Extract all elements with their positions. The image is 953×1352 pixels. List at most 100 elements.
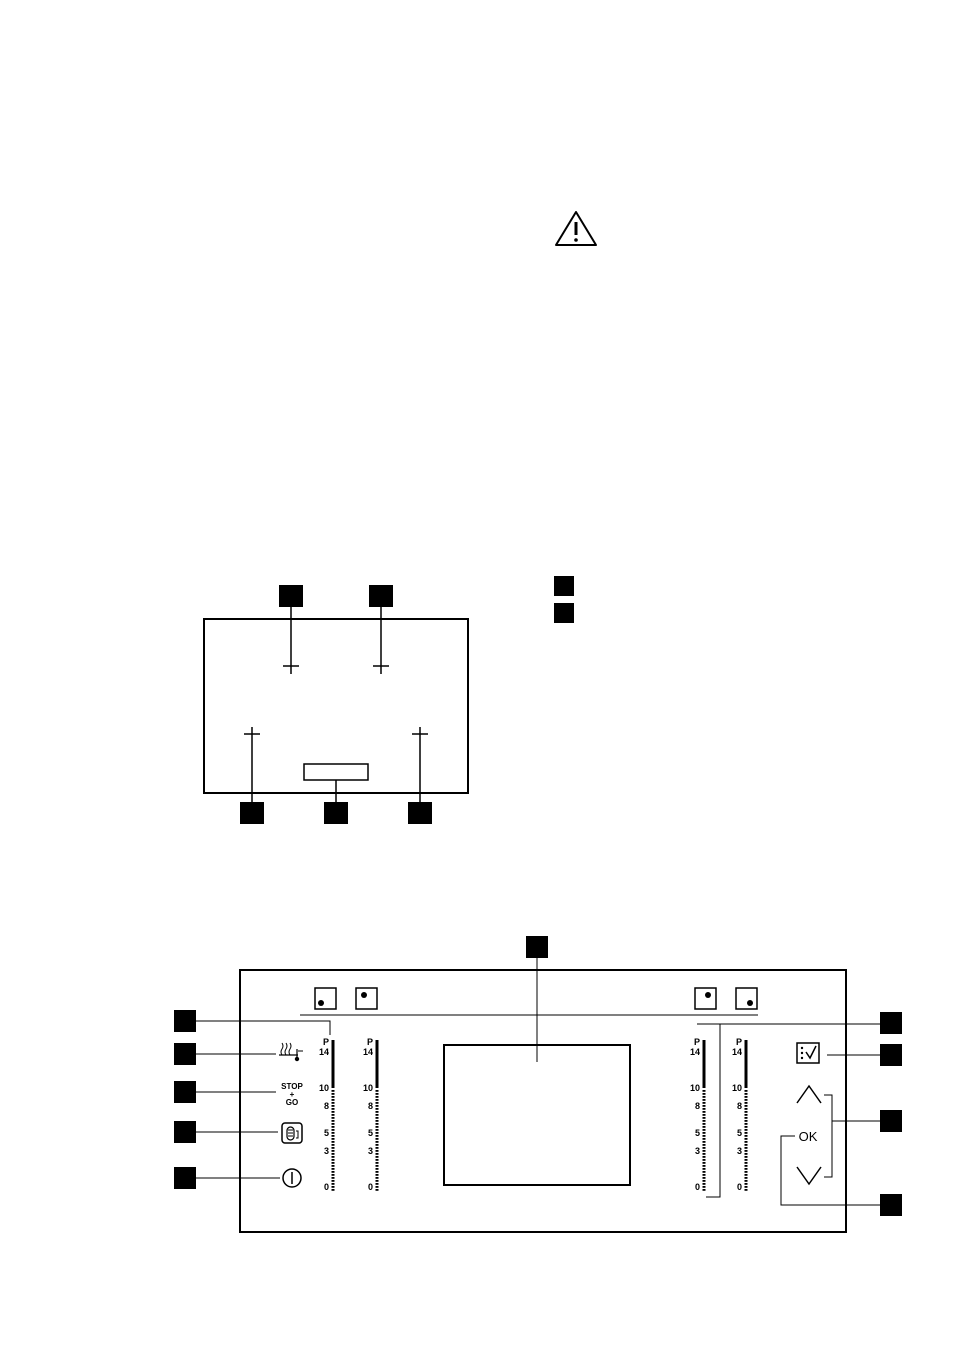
slider-track-segment xyxy=(703,1159,706,1161)
slider-track-segment xyxy=(703,1141,706,1143)
slider-track-segment xyxy=(745,1144,748,1146)
callout-marker xyxy=(240,802,264,824)
slider-track-segment xyxy=(703,1186,706,1188)
slider-track-segment xyxy=(376,1162,379,1164)
slider-track-segment xyxy=(332,1189,335,1191)
callout-marker xyxy=(174,1010,196,1032)
callout-marker xyxy=(369,585,393,607)
power-scale-label: 10 xyxy=(319,1083,329,1093)
slider-track-segment xyxy=(703,1111,706,1113)
slider-track-segment xyxy=(376,1171,379,1173)
slider-track-segment xyxy=(703,1138,706,1140)
slider-track-segment xyxy=(745,1132,748,1134)
slider-track-segment xyxy=(332,1129,335,1131)
slider-track-segment xyxy=(745,1093,748,1095)
callout-marker xyxy=(174,1167,196,1189)
power-scale-label: 14 xyxy=(319,1047,329,1057)
slider-track-segment xyxy=(376,1189,379,1191)
keep-warm-icon[interactable] xyxy=(279,1043,303,1061)
callout-marker xyxy=(324,802,348,824)
power-scale-label: 5 xyxy=(737,1128,742,1138)
slider-track-segment xyxy=(332,1102,335,1104)
power-scale-label: P xyxy=(323,1037,329,1047)
slider-track-segment xyxy=(745,1117,748,1119)
stop-go-button[interactable]: STOP + GO xyxy=(281,1082,303,1107)
slider-track-segment xyxy=(745,1150,748,1152)
slider-track-segment xyxy=(376,1120,379,1122)
slider-track-segment xyxy=(376,1126,379,1128)
on-off-icon[interactable] xyxy=(283,1169,301,1187)
child-lock-icon[interactable] xyxy=(282,1123,302,1143)
slider-track-segment xyxy=(703,1189,706,1191)
slider-track-segment xyxy=(332,1153,335,1155)
slider-track-segment xyxy=(332,1096,335,1098)
chevron-down-icon[interactable] xyxy=(797,1167,821,1184)
slider-track-segment xyxy=(703,1183,706,1185)
slider-track-segment xyxy=(745,1156,748,1158)
slider-track-segment xyxy=(332,1168,335,1170)
slider-track-segment xyxy=(332,1162,335,1164)
timer-icon[interactable] xyxy=(797,1043,819,1063)
display-window xyxy=(444,1045,630,1185)
slider-track-segment xyxy=(703,1090,706,1092)
slider-track-segment xyxy=(376,1186,379,1188)
slider-track-segment xyxy=(376,1123,379,1125)
cooking-zone-indicator-icon xyxy=(736,988,757,1009)
chevron-up-icon[interactable] xyxy=(797,1086,821,1103)
slider-track-segment xyxy=(376,1156,379,1158)
stop-go-bottom-label: GO xyxy=(286,1098,298,1107)
slider-track-segment xyxy=(332,1108,335,1110)
slider-track-segment xyxy=(703,1117,706,1119)
slider-track-segment xyxy=(703,1171,706,1173)
slider-track-segment xyxy=(332,1132,335,1134)
slider-track-segment xyxy=(376,1183,379,1185)
legend-marker-1 xyxy=(554,576,574,596)
slider-track-segment xyxy=(332,1171,335,1173)
slider-track-segment xyxy=(332,1111,335,1113)
power-scale-label: 0 xyxy=(324,1182,329,1192)
slider-track-segment xyxy=(703,1165,706,1167)
power-scale-label: 10 xyxy=(690,1083,700,1093)
slider-track-segment xyxy=(376,1102,379,1104)
slider-track-segment xyxy=(745,1147,748,1149)
callout-marker xyxy=(174,1081,196,1103)
slider-track-segment xyxy=(376,1147,379,1149)
callout-marker xyxy=(174,1121,196,1143)
slider-track-segment xyxy=(745,1135,748,1137)
slider-track-segment xyxy=(376,1174,379,1176)
power-scale-label: 8 xyxy=(368,1101,373,1111)
slider-track-segment xyxy=(703,1096,706,1098)
slider-track-segment xyxy=(745,1105,748,1107)
power-scale-label: 14 xyxy=(732,1047,742,1057)
callout-marker xyxy=(880,1110,902,1132)
power-scale-label: 3 xyxy=(695,1146,700,1156)
slider-track-segment xyxy=(745,1096,748,1098)
slider-track-segment xyxy=(703,1162,706,1164)
slider-track-segment xyxy=(376,1117,379,1119)
ok-button[interactable]: OK xyxy=(799,1129,818,1144)
slider-track-segment xyxy=(745,1168,748,1170)
power-scale-label: P xyxy=(694,1037,700,1047)
power-scale-label: 5 xyxy=(695,1128,700,1138)
power-scale-label: 3 xyxy=(368,1146,373,1156)
slider-track-segment xyxy=(332,1138,335,1140)
slider-track-segment xyxy=(376,1168,379,1170)
slider-track-segment xyxy=(745,1114,748,1116)
slider-track-segment xyxy=(332,1114,335,1116)
slider-track-segment xyxy=(703,1114,706,1116)
slider-track-segment xyxy=(703,1102,706,1104)
power-scale-label: 0 xyxy=(737,1182,742,1192)
slider-track-segment xyxy=(332,1144,335,1146)
ok-label: OK xyxy=(799,1129,818,1144)
power-scale-label: 10 xyxy=(363,1083,373,1093)
legend-marker-2 xyxy=(554,603,574,623)
slider-track-segment xyxy=(745,1102,748,1104)
slider-track-segment xyxy=(745,1174,748,1176)
slider-track-segment xyxy=(376,1105,379,1107)
slider-track-solid xyxy=(332,1040,335,1088)
